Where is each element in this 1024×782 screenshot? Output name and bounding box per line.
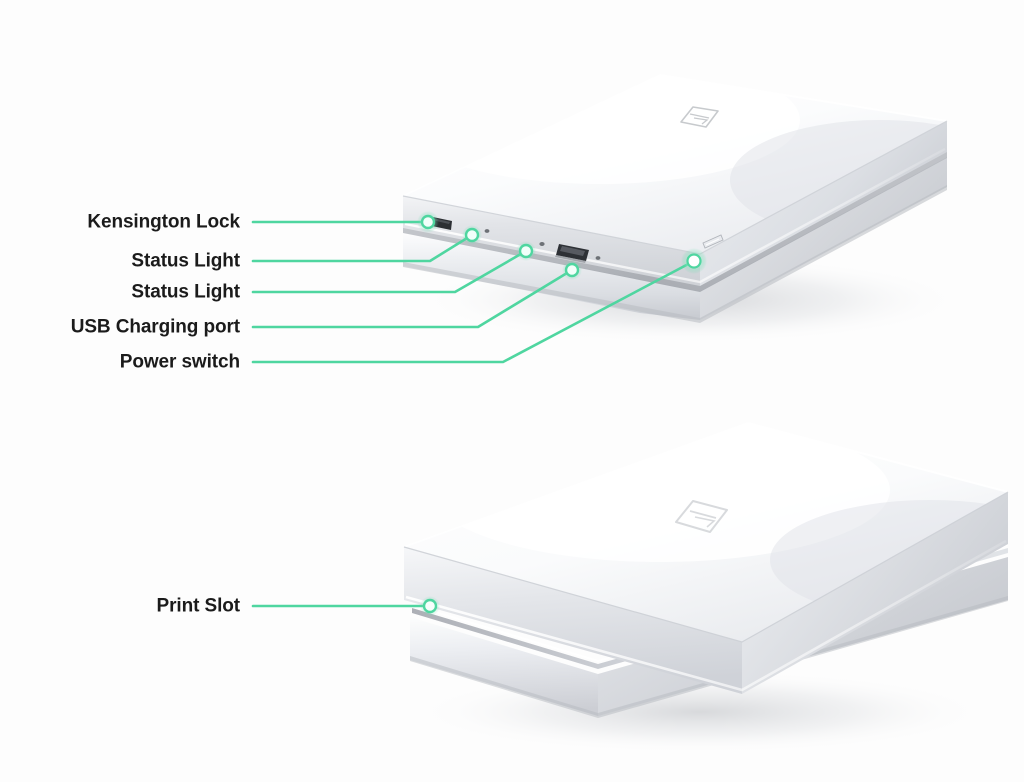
device-front-ports-view [402, 74, 965, 344]
callout-marker-print-slot[interactable] [420, 596, 440, 616]
device-lower-right-face [700, 157, 947, 320]
printer-brand-logo-2 [675, 500, 728, 533]
callout-leader-lines [251, 220, 696, 608]
pin-hole-2 [539, 242, 545, 246]
callout-marker-usb-charging-port[interactable] [562, 260, 582, 280]
device2-lid-left-edge-highlight [403, 422, 749, 548]
pin-hole-1 [484, 229, 490, 233]
callout-label-kensington-lock: Kensington Lock [87, 211, 240, 233]
callout-label-print-slot: Print Slot [156, 595, 241, 617]
callout-marker-kensington-lock[interactable] [417, 211, 439, 233]
callout-markers [417, 211, 707, 616]
device-seam-line [403, 151, 947, 292]
device-lid-right-face [700, 121, 947, 286]
callout-label-usb-charging-port: USB Charging port [70, 316, 240, 338]
usb-micro-port [555, 244, 589, 263]
callout-marker-power-switch[interactable] [681, 248, 707, 274]
callout-label-status-light-1: Status Light [131, 250, 240, 272]
device2-lid-top-edge-highlight [747, 422, 1009, 493]
leader-line-power-switch [251, 259, 696, 364]
callout-label-status-light-2: Status Light [131, 281, 240, 303]
callout-marker-status-light-1[interactable] [462, 225, 482, 245]
pin-hole-3 [595, 256, 601, 260]
lid-front-bottom-highlight [404, 147, 946, 284]
callout-label-power-switch: Power switch [119, 351, 240, 373]
device-lid-front-face [403, 196, 700, 286]
device2-lid-bottom-highlight [405, 539, 1007, 692]
callout-marker-status-light-2[interactable] [516, 241, 536, 261]
device2-lid-right-face [742, 492, 1008, 694]
printer-brand-logo [680, 106, 719, 128]
lid-top-edge-highlight [659, 74, 948, 122]
device2-lower-front-face [410, 617, 598, 716]
device2-lid-front-crease [403, 491, 1009, 643]
lid-left-edge-highlight [402, 74, 661, 197]
power-switch-toggle [702, 234, 724, 249]
device-print-slot-view [403, 422, 1009, 754]
leader-line-status-light-2 [251, 249, 528, 294]
device2-lid-front-face [404, 547, 742, 694]
leader-line-usb-charging-port [251, 268, 574, 329]
leader-line-status-light-1 [251, 233, 474, 263]
